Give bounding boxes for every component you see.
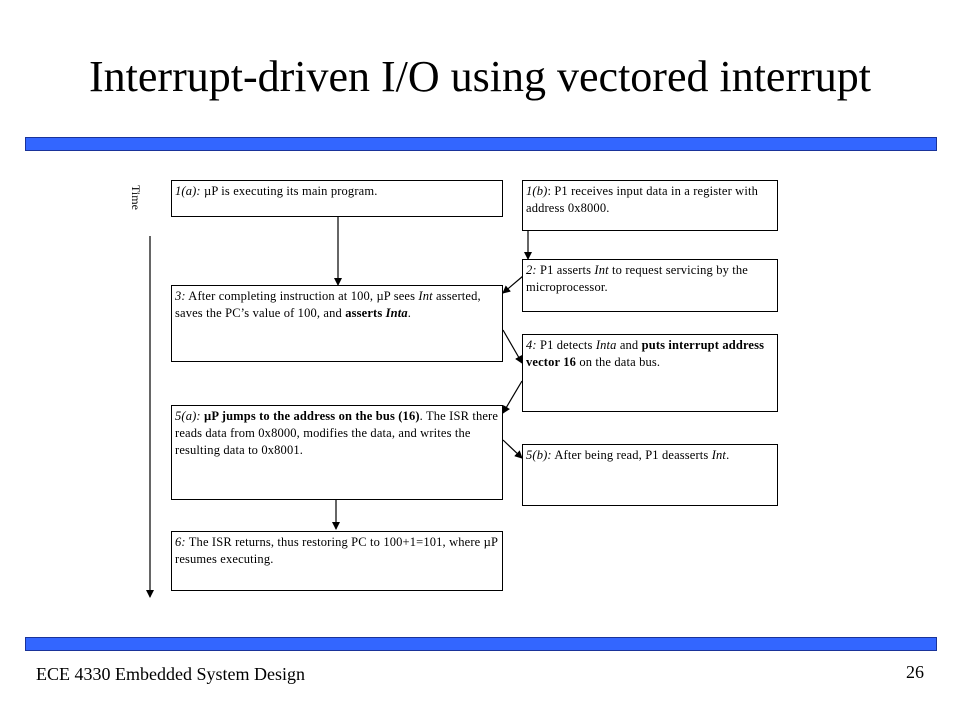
step-2-text-1: P1 asserts (536, 263, 595, 277)
step-6-text: The ISR returns, thus restoring PC to 10… (175, 535, 498, 566)
footer-course-title: ECE 4330 Embedded System Design (36, 664, 305, 684)
top-divider-bar (25, 137, 937, 151)
arrow-3-to-4 (502, 329, 523, 364)
step-5a-bold: µP jumps to the address on the bus (16) (204, 409, 420, 423)
step-5b-id: 5(b): (526, 448, 552, 462)
step-3-text-2: asserted, saves the PC’s value of 100, a… (175, 289, 481, 320)
step-1a-box: 1(a): µP is executing its main program. (171, 180, 503, 217)
step-1b-box: 1(b): P1 receives input data in a regist… (522, 180, 778, 231)
step-1a-id: 1(a): (175, 184, 201, 198)
step-4-box: 4: P1 detects Inta and puts interrupt ad… (522, 334, 778, 412)
step-2-id: 2: (526, 263, 537, 277)
step-6-id: 6: (175, 535, 186, 549)
step-2-signal: Int (594, 263, 609, 277)
step-5b-text-1: After being read, P1 deasserts (551, 448, 712, 462)
step-4-text-2: and (616, 338, 642, 352)
slide-title: Interrupt-driven I/O using vectored inte… (89, 52, 871, 101)
step-2-box: 2: P1 asserts Int to request servicing b… (522, 259, 778, 312)
step-4-bold: puts interrupt address vector 16 (526, 338, 765, 369)
page-number: 26 (906, 662, 924, 682)
step-5b-signal: Int (711, 448, 727, 462)
step-5a-text-2: . The ISR there reads data from 0x8000, … (175, 409, 499, 457)
step-3-box: 3: After completing instruction at 100, … (171, 285, 503, 362)
arrow-5a-to-5b (502, 439, 523, 459)
step-1b-id: 1(b) (526, 184, 548, 198)
step-4-signal: Inta (595, 338, 617, 352)
step-4-text-3: on the data bus. (576, 355, 661, 369)
step-1a-text: µP is executing its main program. (200, 184, 378, 198)
step-3-signal: Int (418, 289, 433, 303)
arrow-2-to-3 (502, 275, 524, 294)
step-3-text-1: After completing instruction at 100, µP … (185, 289, 419, 303)
arrow-4-to-5a (502, 380, 523, 414)
step-4-text-1: P1 detects (536, 338, 596, 352)
step-3-bold-1: asserts (345, 306, 386, 320)
step-4-id: 4: (526, 338, 537, 352)
bottom-divider-bar (25, 637, 937, 651)
step-6-box: 6: The ISR returns, thus restoring PC to… (171, 531, 503, 591)
step-3-id: 3: (175, 289, 186, 303)
step-1b-text: : P1 receives input data in a register w… (526, 184, 758, 215)
step-3-text-3: . (407, 306, 412, 320)
step-5a-box: 5(a): µP jumps to the address on the bus… (171, 405, 503, 500)
step-5b-text-2: . (726, 448, 730, 462)
step-5b-box: 5(b): After being read, P1 deasserts Int… (522, 444, 778, 506)
step-5a-id: 5(a): (175, 409, 201, 423)
step-2-text-2: to request servicing by the microprocess… (526, 263, 748, 294)
step-3-bold-signal: Inta (385, 306, 408, 320)
